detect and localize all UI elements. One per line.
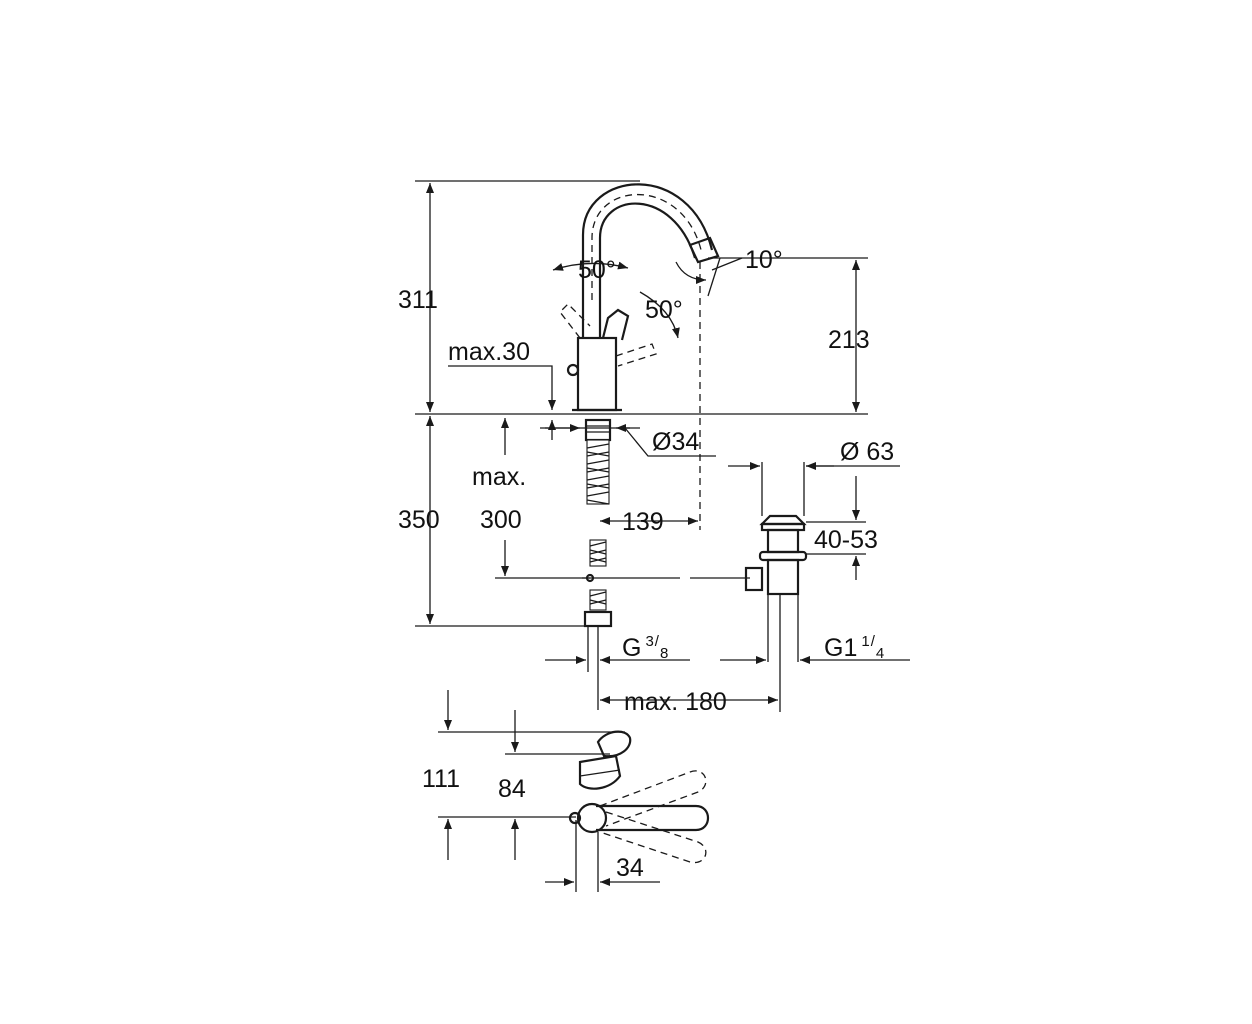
plan-knob [568, 811, 582, 825]
plan-lever-up [599, 770, 707, 827]
spout-angle-leader [707, 257, 721, 297]
dim-213-label: 213 [828, 326, 870, 354]
aerator [688, 236, 720, 264]
g114-num: 1 [861, 633, 869, 650]
spout-centerline [591, 193, 703, 300]
dim-350-label: 350 [398, 506, 440, 534]
spout-outer [581, 183, 714, 338]
dim-4053-label: 40-53 [814, 526, 878, 554]
dim-111-label: 111 [422, 765, 460, 793]
plan-lever [596, 804, 710, 832]
g114-prefix: G1 [824, 634, 857, 662]
max30-leader [448, 365, 556, 410]
max-label: max. [472, 463, 526, 491]
waste-valve [744, 462, 808, 712]
arc-spout [675, 261, 707, 284]
arc-lever-right [639, 291, 680, 339]
waste-cap [759, 514, 807, 526]
arc-lever-left [552, 261, 629, 271]
plan-lever-down [599, 811, 707, 864]
plan-spout [596, 730, 632, 758]
spout-angle-leader-2 [711, 257, 743, 271]
plan-base [576, 802, 608, 834]
lever [601, 308, 630, 341]
pull-rod-joint [585, 573, 595, 583]
d34-leader [624, 427, 716, 457]
g114-den: 4 [876, 645, 884, 662]
dim-84-label: 84 [498, 775, 526, 803]
hose-middle-pattern [589, 541, 607, 563]
dim-180-label: max. 180 [624, 688, 727, 716]
spout-inner [598, 202, 697, 338]
waste-pivot [744, 566, 764, 592]
plan-body-divider [579, 769, 621, 777]
waste-body [766, 528, 800, 554]
max30-label: max.30 [448, 338, 530, 366]
hose-lower-pattern [589, 591, 607, 605]
plan-view: 111 84 34 [422, 690, 710, 892]
angle-left-label: 50° [578, 256, 616, 284]
body [576, 336, 618, 412]
g38-prefix: G [622, 634, 641, 662]
dim-34-label: 34 [616, 854, 644, 882]
waste-tail [766, 558, 800, 596]
angle-spout-label: 10° [745, 246, 783, 274]
d63-label: Ø 63 [840, 438, 894, 466]
g38-num: 3 [645, 633, 653, 650]
dim-139-label: 139 [622, 508, 664, 536]
shank-nut [584, 418, 612, 442]
angle-right-label: 50° [645, 296, 683, 324]
faucet-body [559, 183, 720, 530]
lever-left-position [559, 303, 591, 339]
waste-nut [758, 550, 808, 562]
d34-label: Ø34 [652, 428, 699, 456]
shank-assembly [583, 418, 613, 710]
connector-nut [583, 610, 613, 628]
front-elevation: 311 213 50° 50° 10° max.30 [398, 180, 910, 716]
hose-upper-pattern [586, 443, 610, 505]
pull-rod-knob [566, 363, 580, 377]
lever-right-position [615, 343, 657, 367]
plan-body [578, 754, 622, 790]
g38-den: 8 [660, 645, 668, 662]
dim-300-label: 300 [480, 506, 522, 534]
dim-311-label: 311 [398, 286, 438, 314]
